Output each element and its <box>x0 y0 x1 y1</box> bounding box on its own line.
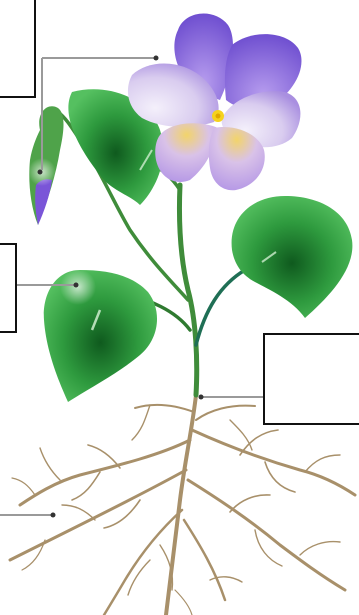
label-box-stem[interactable] <box>263 333 359 425</box>
right-leaf <box>232 196 353 318</box>
root-system <box>10 395 355 615</box>
left-leaf <box>44 269 157 402</box>
label-box-leaf[interactable] <box>0 243 17 333</box>
label-box-flower[interactable] <box>0 0 36 98</box>
flower-bud <box>28 106 64 225</box>
